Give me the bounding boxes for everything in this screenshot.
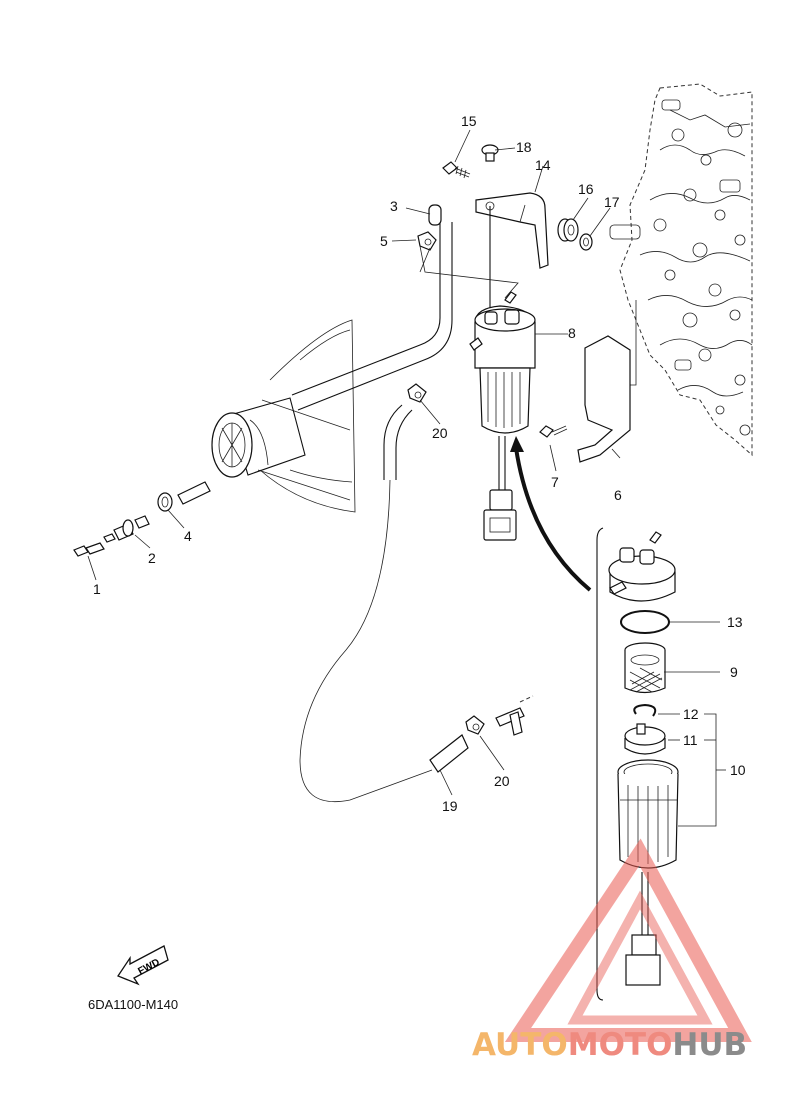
drawing-code: 6DA1100-M140 [88, 997, 178, 1012]
watermark-text: AUTOMOTOHUB [472, 1027, 747, 1063]
fitting-nipple [103, 515, 150, 543]
callout-19: 19 [442, 798, 458, 814]
watermark-hub: HUB [672, 1027, 747, 1063]
detail-arrow [510, 436, 592, 592]
grommet [557, 218, 579, 242]
watermark-moto: MOTO [568, 1027, 673, 1063]
fuel-hose-upper [291, 220, 453, 411]
engine-block [609, 83, 753, 457]
fuel-filter-assembly [469, 206, 536, 541]
callout-5: 5 [380, 233, 388, 249]
collar [579, 233, 593, 251]
callout-2: 2 [148, 550, 156, 566]
filter-head [608, 531, 676, 602]
callout-6: 6 [614, 487, 622, 503]
float [624, 723, 666, 755]
watermark-auto: AUTO [472, 1027, 568, 1063]
hose-clamp-upper [407, 383, 427, 403]
filter-element [624, 642, 666, 694]
callout-12: 12 [683, 706, 699, 722]
callout-11: 11 [683, 732, 698, 748]
callout-8: 8 [568, 325, 576, 341]
fuel-hose-long [299, 404, 469, 802]
callout-7: 7 [551, 474, 559, 490]
callout-4: 4 [184, 528, 192, 544]
circlip [633, 703, 657, 717]
forward-direction-icon: FWD [117, 945, 169, 986]
callout-1: 1 [93, 581, 101, 597]
filter-cup [617, 759, 679, 986]
detail-bracket [596, 527, 604, 1001]
callout-16: 16 [578, 181, 594, 197]
tee-joint [495, 695, 534, 736]
intake-assembly [211, 319, 356, 513]
callout-10: 10 [730, 762, 746, 778]
callout-14: 14 [535, 157, 551, 173]
hose-clip [417, 231, 437, 251]
o-ring [620, 610, 670, 634]
hose-clamp-lower [465, 715, 485, 735]
bolt-7 [539, 425, 568, 438]
drain-screw [73, 542, 105, 557]
callout-20-upper: 20 [432, 425, 448, 441]
hose-clamp-small [157, 492, 173, 512]
filter-bracket [475, 192, 549, 269]
callout-17: 17 [604, 194, 620, 210]
callout-13: 13 [727, 614, 743, 630]
callout-15: 15 [461, 113, 477, 129]
hose-joint [428, 204, 442, 226]
bolt-18 [481, 144, 499, 162]
watermark-logo [504, 838, 752, 1042]
callout-numbers: 1 2 3 4 5 6 7 8 9 10 11 12 13 14 15 16 1… [93, 113, 746, 814]
short-hose [177, 481, 211, 505]
callout-9: 9 [730, 664, 738, 680]
callout-3: 3 [390, 198, 398, 214]
callout-20-lower: 20 [494, 773, 510, 789]
callout-18: 18 [516, 139, 532, 155]
bolt-15 [442, 161, 471, 179]
leader-lines [87, 129, 726, 827]
filter-cover [577, 335, 631, 463]
